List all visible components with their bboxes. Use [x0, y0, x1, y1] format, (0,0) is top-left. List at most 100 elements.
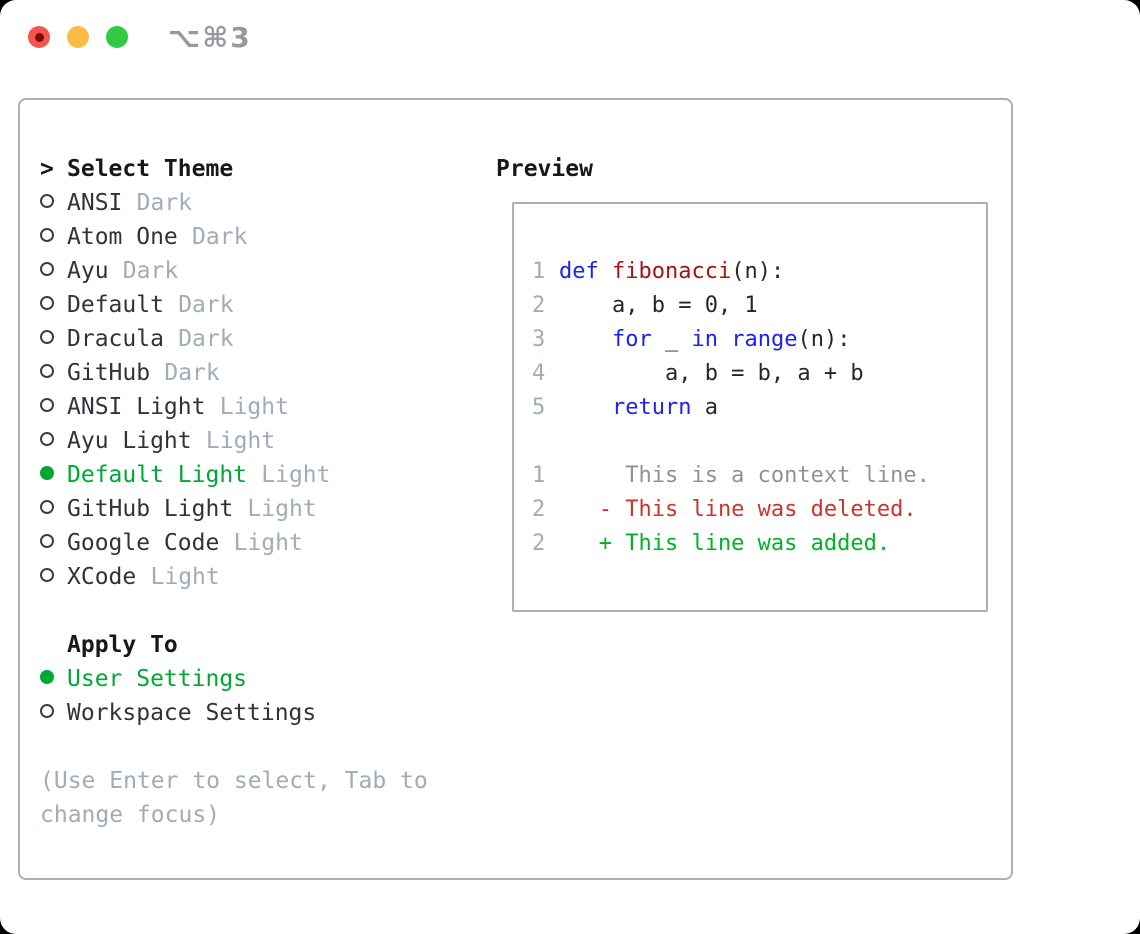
line-number: 1: [532, 463, 559, 488]
theme-name: Ayu Light: [67, 428, 192, 454]
radio-circle: [40, 568, 54, 582]
radio-circle: [40, 534, 54, 548]
theme-option[interactable]: Google Code Light: [40, 526, 428, 560]
theme-option[interactable]: Dracula Dark: [40, 322, 428, 356]
minimize-button[interactable]: [67, 26, 89, 48]
spacer: [40, 594, 428, 628]
code-token: - This line was deleted.: [559, 497, 917, 522]
radio-circle: [40, 228, 54, 242]
line-number: 4: [532, 361, 559, 386]
hint-line: change focus): [40, 802, 221, 828]
theme-variant: Dark: [178, 292, 234, 318]
theme-name: Atom One: [67, 224, 178, 250]
code-line: 4 a, b = b, a + b: [532, 357, 986, 391]
theme-option[interactable]: Ayu Light Light: [40, 424, 428, 458]
code-text: + This line was added.: [559, 531, 890, 556]
radio-unselected-icon: [40, 424, 67, 458]
radio-circle: [40, 500, 54, 514]
radio-circle: [40, 330, 54, 344]
code-token: fibonacci: [612, 259, 732, 284]
code-line: 1 This is a context line.: [532, 459, 986, 493]
code-token: [559, 395, 612, 420]
apply-to-label: Workspace Settings: [67, 700, 317, 726]
line-number: 2: [532, 293, 559, 318]
line-number: 5: [532, 395, 559, 420]
theme-name: Google Code: [67, 530, 220, 556]
theme-variant: Light: [261, 462, 331, 488]
code-token: def: [559, 259, 599, 284]
radio-circle: [40, 364, 54, 378]
theme-name: Dracula: [67, 326, 164, 352]
close-button[interactable]: [28, 26, 50, 48]
code-text: def fibonacci(n):: [559, 259, 784, 284]
radio-selected-icon: [40, 662, 67, 696]
theme-variant: Light: [247, 496, 317, 522]
code-token: (n):: [731, 259, 785, 284]
theme-option[interactable]: Ayu Dark: [40, 254, 428, 288]
cursor-arrow-icon: >: [40, 156, 54, 182]
close-button-dot-icon: [34, 32, 44, 42]
code-token: a: [691, 395, 718, 420]
titlebar: ⌥⌘3: [0, 0, 1140, 74]
theme-option[interactable]: ANSI Light Light: [40, 390, 428, 424]
theme-variant: Dark: [122, 258, 179, 284]
maximize-button[interactable]: [106, 26, 128, 48]
theme-name: ANSI: [67, 190, 123, 216]
radio-unselected-icon: [40, 254, 67, 288]
apply-to-label: User Settings: [67, 666, 248, 692]
theme-variant: Dark: [178, 326, 234, 352]
theme-name: Ayu: [67, 258, 109, 284]
code-token: [559, 327, 612, 352]
code-token: a, b = 0, 1: [559, 293, 758, 318]
code-token: (n):: [797, 327, 851, 352]
code-token: in: [691, 327, 718, 352]
code-line: 2 + This line was added.: [532, 527, 986, 561]
radio-circle: [40, 398, 54, 412]
radio-circle: [40, 466, 54, 480]
radio-unselected-icon: [40, 390, 67, 424]
code-token: [599, 259, 612, 284]
code-token: _: [651, 327, 692, 352]
code-text: This is a context line.: [559, 463, 930, 488]
spacer: [40, 730, 428, 764]
code-line: [532, 425, 986, 459]
theme-variant: Light: [205, 428, 276, 454]
radio-circle: [40, 262, 54, 276]
radio-circle: [40, 296, 54, 310]
radio-circle: [40, 670, 54, 684]
radio-selected-icon: [40, 458, 67, 492]
code-line: 2 - This line was deleted.: [532, 493, 986, 527]
code-text: for _ in range(n):: [559, 327, 850, 352]
theme-variant: Dark: [164, 360, 220, 386]
code-token: a, b = b, a + b: [559, 361, 864, 386]
apply-to-option[interactable]: User Settings: [40, 662, 428, 696]
apply-to-title: Apply To: [67, 632, 178, 658]
theme-name: ANSI Light: [67, 394, 206, 420]
theme-variant: Light: [219, 394, 289, 420]
radio-unselected-icon: [40, 526, 67, 560]
line-number: 2: [532, 497, 559, 522]
code-text: return a: [559, 395, 718, 420]
code-line: 1 def fibonacci(n):: [532, 255, 986, 289]
theme-variant: Light: [233, 530, 303, 556]
apply-to-header: Apply To: [40, 628, 428, 662]
apply-to-option[interactable]: Workspace Settings: [40, 696, 428, 730]
code-token: for: [611, 327, 652, 352]
select-theme-title: Select Theme: [67, 156, 234, 182]
code-text: - This line was deleted.: [559, 497, 917, 522]
theme-name: XCode: [67, 564, 137, 590]
radio-circle: [40, 432, 54, 446]
code-line: 3 for _ in range(n):: [532, 323, 986, 357]
